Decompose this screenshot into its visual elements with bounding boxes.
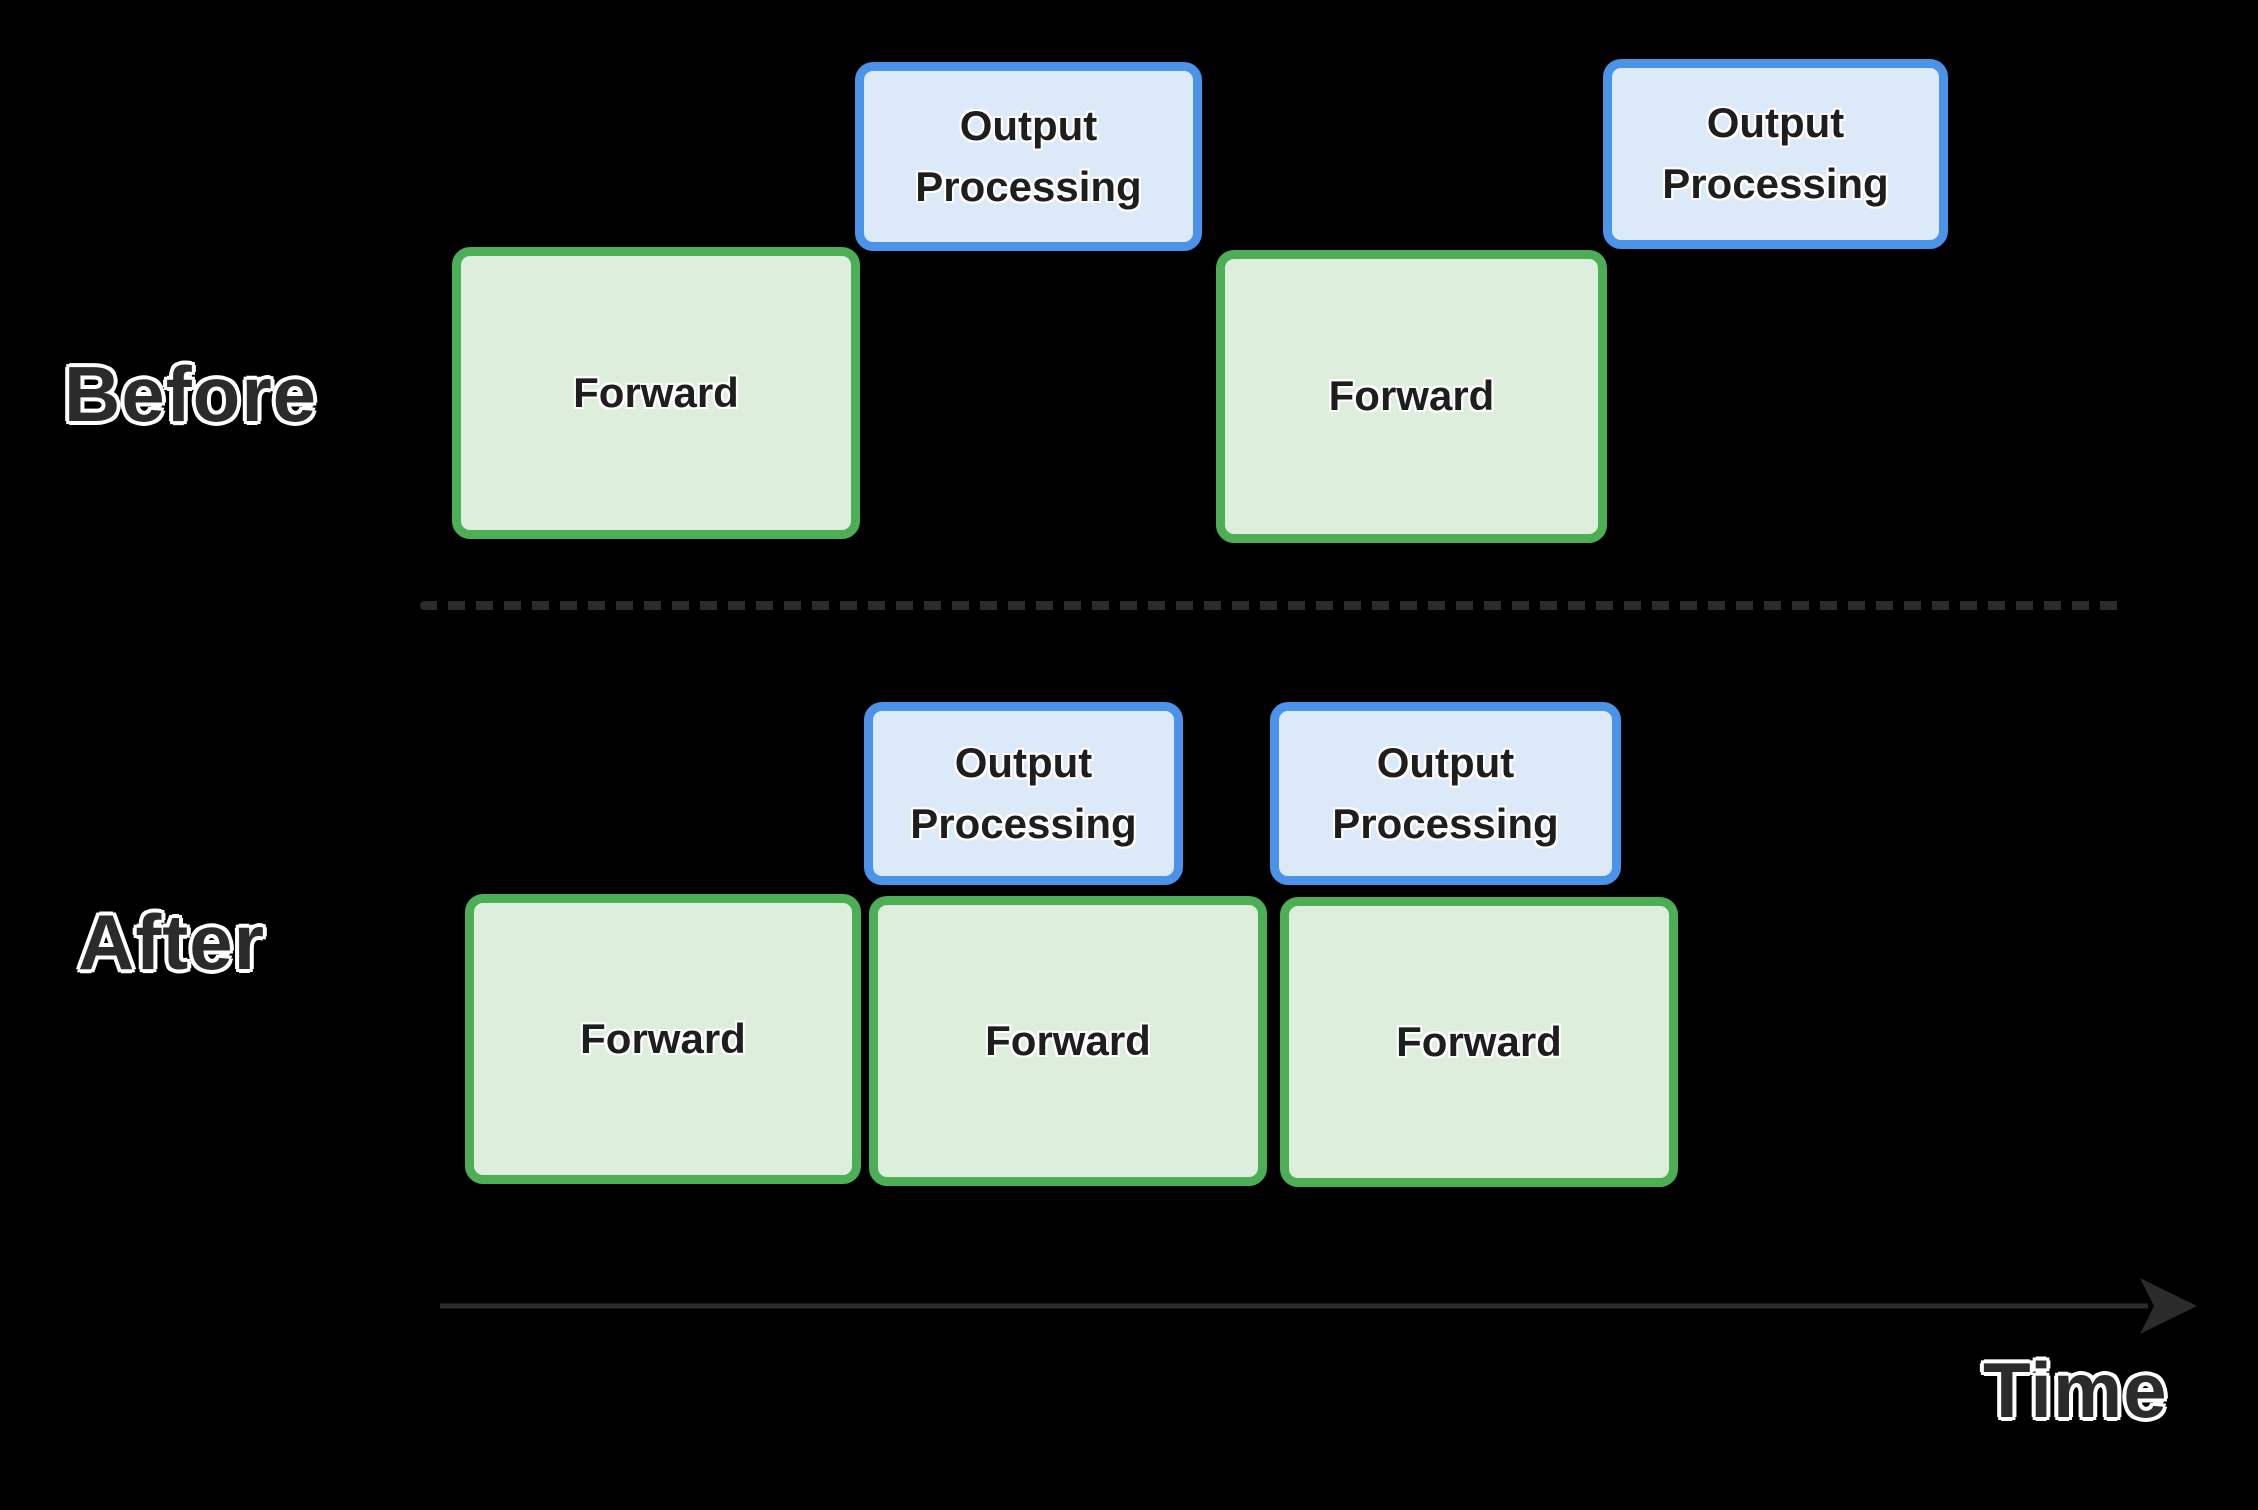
box-label: Forward <box>985 1016 1151 1064</box>
after-row-label: After <box>78 898 266 986</box>
box-label: Forward <box>580 1014 746 1062</box>
before-row-label: Before <box>64 350 318 438</box>
after-forward-box-2: Forward <box>869 896 1267 1186</box>
right-arrow-icon <box>440 1278 2197 1334</box>
after-forward-box-1: Forward <box>465 894 861 1184</box>
box-label: Output Processing <box>910 738 1137 847</box>
time-axis-label: Time <box>1983 1346 2168 1434</box>
before-forward-box-2: Forward <box>1216 250 1607 543</box>
box-label: Output Processing <box>1332 738 1559 847</box>
before-output-processing-box-2: Output Processing <box>1603 59 1948 249</box>
box-label: Output Processing <box>915 101 1142 210</box>
before-forward-box-1: Forward <box>452 247 860 539</box>
after-output-processing-box-2: Output Processing <box>1270 702 1621 885</box>
before-output-processing-box-1: Output Processing <box>855 62 1202 251</box>
box-label: Output Processing <box>1662 99 1889 207</box>
box-label: Forward <box>1396 1017 1562 1065</box>
after-forward-box-3: Forward <box>1280 897 1678 1187</box>
box-label: Forward <box>573 368 739 416</box>
row-divider-dashed-line <box>420 601 2126 610</box>
after-output-processing-box-1: Output Processing <box>864 702 1183 885</box>
box-label: Forward <box>1328 372 1495 420</box>
